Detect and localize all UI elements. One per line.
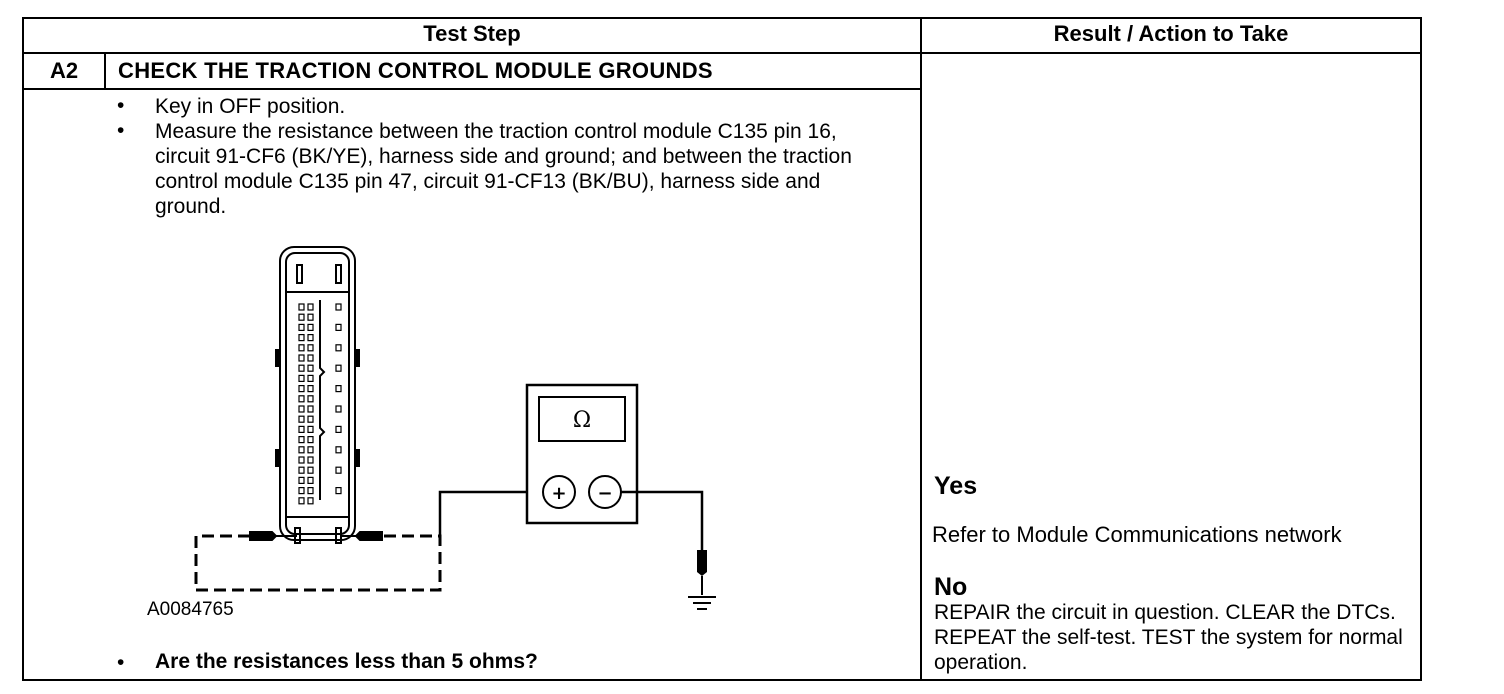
connector-pin (307, 354, 314, 362)
connector-pin (298, 456, 305, 464)
ohmmeter-display (538, 396, 626, 442)
instruction-key-off: Key in OFF position. (155, 95, 346, 118)
connector-pin (298, 385, 305, 393)
connector-pin (307, 497, 314, 505)
connector-pin (307, 323, 314, 332)
bullet-marker: • (117, 94, 125, 117)
connector-pin (298, 374, 305, 382)
table-top-border (22, 17, 1422, 19)
table-bottom-border (22, 679, 1422, 681)
connector-pin (307, 313, 314, 321)
header-test-step: Test Step (423, 21, 521, 46)
plus-symbol: + (551, 483, 566, 504)
connector-pin (307, 364, 314, 372)
instruction-measure-resistance: Measure the resistance between the tract… (155, 120, 852, 218)
connector-pin (298, 476, 305, 484)
connector-pin (335, 344, 342, 352)
connector-pin (307, 374, 314, 382)
connector-pin (298, 497, 305, 505)
connector-pin (307, 405, 314, 413)
connector-pin (307, 446, 314, 454)
no-action: REPAIR the circuit in question. CLEAR th… (934, 601, 1403, 674)
figure-id: A0084765 (147, 599, 234, 620)
header-bottom-border (22, 52, 1422, 54)
connector-pin (298, 323, 305, 332)
connector-pin (298, 303, 305, 311)
connector-pin (298, 364, 305, 372)
step-title: CHECK THE TRACTION CONTROL MODULE GROUND… (118, 58, 713, 83)
step-id: A2 (49, 58, 79, 83)
connector-pin (335, 425, 342, 433)
connector-pin (298, 425, 305, 433)
connector-pin (298, 405, 305, 413)
connector-pin (298, 313, 305, 321)
connector-pin (298, 466, 305, 474)
bullet-marker: • (117, 651, 125, 674)
ohm-symbol: Ω (573, 408, 591, 433)
connector-pin (335, 405, 342, 413)
connector-pin (298, 344, 305, 352)
minus-symbol: − (597, 483, 612, 504)
ground-icon (688, 596, 716, 610)
connector-pin (335, 385, 342, 393)
yes-action: Refer to Module Communications network (932, 522, 1342, 547)
connector-pin (307, 333, 314, 342)
column-divider (920, 17, 922, 681)
connector-pin (298, 415, 305, 423)
connector-pin (298, 395, 305, 403)
connector-pin (335, 303, 342, 311)
table-left-border (22, 17, 24, 681)
step-row-bottom-border (22, 88, 920, 90)
connector-pin (307, 344, 314, 352)
connector-pin (335, 364, 342, 372)
connector-inner (285, 252, 350, 535)
connector-pin (307, 425, 314, 433)
question-text: Are the resistances less than 5 ohms? (155, 650, 538, 673)
connector-pin (335, 446, 342, 454)
connector-pin (298, 446, 305, 454)
connector-pin (298, 333, 305, 342)
ohmmeter-wiring-diagram: Ω + − (194, 246, 716, 610)
connector-pin (307, 476, 314, 484)
table-right-border (1420, 17, 1422, 681)
connector-pin (335, 323, 342, 332)
yes-label: Yes (934, 472, 978, 500)
connector-outline (279, 246, 356, 541)
connector-pin (307, 303, 314, 311)
no-label: No (934, 573, 968, 601)
connector-pin (307, 385, 314, 393)
plus-terminal (542, 475, 576, 509)
bullet-marker: • (117, 119, 125, 142)
step-id-divider (104, 53, 106, 90)
connector-pin (307, 415, 314, 423)
connector-pin (307, 466, 314, 474)
connector-pin (298, 487, 305, 495)
header-result-action: Result / Action to Take (1053, 21, 1289, 46)
connector-pin (307, 487, 314, 495)
connector-pin (335, 466, 342, 474)
connector-pin (307, 456, 314, 464)
connector-pin (307, 436, 314, 444)
connector-pin (307, 395, 314, 403)
connector-pin (298, 436, 305, 444)
connector-pin (298, 354, 305, 362)
connector-pin (335, 487, 342, 495)
